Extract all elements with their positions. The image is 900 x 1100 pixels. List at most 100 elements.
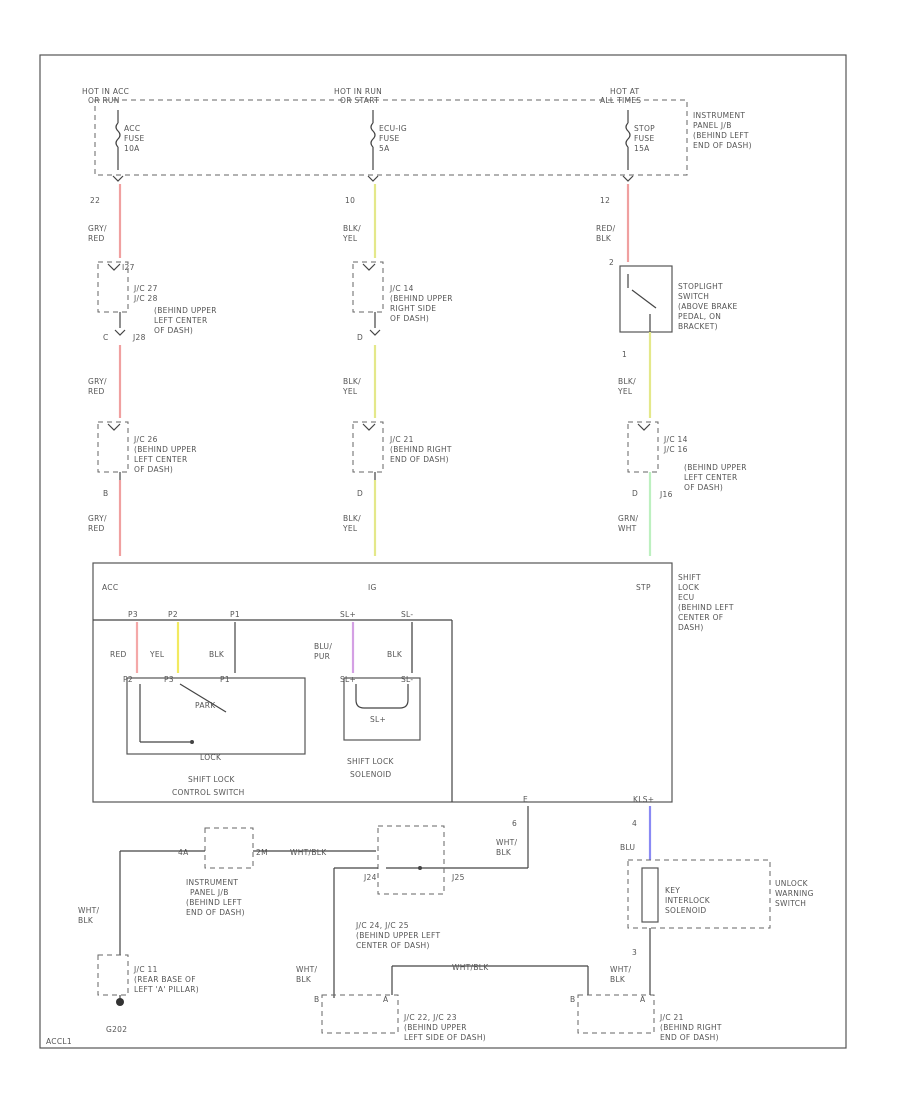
svg-text:LEFT 'A' PILLAR): LEFT 'A' PILLAR) [134, 985, 199, 994]
svg-text:SL-: SL- [401, 675, 413, 684]
svg-text:LEFT CENTER: LEFT CENTER [684, 473, 737, 482]
svg-text:BLK/: BLK/ [343, 377, 361, 386]
svg-text:GRN/: GRN/ [618, 514, 639, 523]
svg-text:(BEHIND RIGHT: (BEHIND RIGHT [390, 445, 452, 454]
svg-text:ECU: ECU [678, 593, 694, 602]
stop-fuse: STOP FUSE 15A [625, 110, 655, 170]
svg-text:C: C [103, 333, 109, 342]
svg-text:YEL: YEL [342, 234, 358, 243]
acc-fuse: ACC FUSE 10A [115, 110, 144, 170]
svg-text:BRACKET): BRACKET) [678, 322, 718, 331]
svg-text:3: 3 [632, 948, 637, 957]
svg-text:RED: RED [88, 387, 105, 396]
svg-text:BLU/: BLU/ [314, 642, 332, 651]
svg-text:BLK: BLK [387, 650, 403, 659]
svg-text:YEL: YEL [342, 524, 358, 533]
svg-text:D: D [632, 489, 638, 498]
instrument-panel-jb-ground [204, 827, 254, 869]
svg-text:WARNING: WARNING [775, 889, 814, 898]
svg-text:OF DASH): OF DASH) [390, 314, 429, 323]
stoplight-switch-contact [631, 289, 657, 309]
footer-code: ACCL1 [46, 1037, 72, 1046]
svg-text:LEFT CENTER: LEFT CENTER [134, 455, 187, 464]
svg-text:10A: 10A [124, 144, 140, 153]
svg-text:(BEHIND UPPER: (BEHIND UPPER [154, 306, 217, 315]
diagram-frame [39, 54, 847, 1049]
svg-text:FUSE: FUSE [634, 134, 655, 143]
svg-text:BLK: BLK [209, 650, 225, 659]
svg-text:CONTROL SWITCH: CONTROL SWITCH [172, 788, 245, 797]
svg-text:B: B [314, 995, 319, 1004]
svg-text:GRY/: GRY/ [88, 377, 107, 386]
svg-text:J/C 16: J/C 16 [663, 445, 688, 454]
svg-text:J/C 22, J/C 23: J/C 22, J/C 23 [403, 1013, 457, 1022]
svg-text:STOP: STOP [634, 124, 655, 133]
svg-text:PUR: PUR [314, 652, 330, 661]
svg-text:(BEHIND LEFT: (BEHIND LEFT [186, 898, 242, 907]
svg-text:2: 2 [609, 258, 614, 267]
jc14-16-box [627, 421, 659, 473]
svg-text:SHIFT: SHIFT [678, 573, 701, 582]
svg-text:(BEHIND RIGHT: (BEHIND RIGHT [660, 1023, 722, 1032]
shift-lock-control-switch [126, 677, 306, 755]
svg-text:SL+: SL+ [340, 675, 356, 684]
svg-text:YEL: YEL [617, 387, 633, 396]
svg-text:BLK/: BLK/ [343, 224, 361, 233]
svg-text:WHT/: WHT/ [496, 838, 518, 847]
svg-text:(REAR BASE OF: (REAR BASE OF [134, 975, 196, 984]
svg-text:4: 4 [632, 819, 637, 828]
jb-label-4: END OF DASH) [693, 141, 752, 150]
svg-text:SOLENOID: SOLENOID [350, 770, 391, 779]
svg-text:BLK/: BLK/ [618, 377, 636, 386]
svg-text:I27: I27 [122, 263, 135, 272]
svg-text:J/C 24, J/C 25: J/C 24, J/C 25 [355, 921, 409, 930]
svg-text:J16: J16 [659, 490, 673, 499]
svg-text:YEL: YEL [149, 650, 165, 659]
svg-text:(BEHIND UPPER: (BEHIND UPPER [404, 1023, 467, 1032]
svg-text:LOCK: LOCK [678, 583, 700, 592]
ground-symbol [116, 998, 124, 1006]
svg-text:INSTRUMENT: INSTRUMENT [186, 878, 238, 887]
ecu-ig-fuse: ECU-IG FUSE 5A [370, 110, 407, 170]
svg-text:J25: J25 [451, 873, 465, 882]
svg-text:KEY: KEY [665, 886, 680, 895]
svg-text:PANEL J/B: PANEL J/B [190, 888, 229, 897]
svg-text:SOLENOID: SOLENOID [665, 906, 706, 915]
svg-text:A: A [383, 995, 389, 1004]
svg-text:BLK: BLK [296, 975, 312, 984]
svg-text:SWITCH: SWITCH [678, 292, 709, 301]
svg-text:J/C 14: J/C 14 [389, 284, 414, 293]
jc21-box [352, 421, 384, 473]
svg-text:J24: J24 [363, 873, 377, 882]
svg-text:B: B [570, 995, 575, 1004]
svg-text:BLU: BLU [620, 843, 635, 852]
svg-text:RED: RED [110, 650, 127, 659]
svg-text:STOPLIGHT: STOPLIGHT [678, 282, 723, 291]
svg-text:LEFT SIDE OF DASH): LEFT SIDE OF DASH) [404, 1033, 486, 1042]
svg-text:P3: P3 [128, 610, 138, 619]
svg-text:GRY/: GRY/ [88, 224, 107, 233]
svg-text:4A: 4A [178, 848, 189, 857]
svg-text:FUSE: FUSE [379, 134, 400, 143]
svg-text:RED: RED [88, 234, 105, 243]
svg-text:(BEHIND UPPER: (BEHIND UPPER [134, 445, 197, 454]
svg-text:E: E [523, 795, 528, 804]
jc27-box [97, 261, 129, 313]
svg-text:2M: 2M [256, 848, 268, 857]
svg-text:B: B [103, 489, 108, 498]
pin-22: 22 [90, 196, 100, 205]
svg-text:SL-: SL- [401, 610, 413, 619]
svg-text:END OF DASH): END OF DASH) [186, 908, 245, 917]
jc26-box [97, 421, 129, 473]
svg-text:J/C 27: J/C 27 [133, 284, 158, 293]
pin-10: 10 [345, 196, 355, 205]
svg-text:J/C 21: J/C 21 [389, 435, 414, 444]
svg-text:RED/: RED/ [596, 224, 616, 233]
ecu-pin-ig: IG [368, 583, 377, 592]
shift-lock-solenoid [343, 677, 421, 741]
svg-text:G202: G202 [106, 1025, 127, 1034]
svg-text:WHT/: WHT/ [78, 906, 100, 915]
svg-text:SWITCH: SWITCH [775, 899, 806, 908]
svg-text:SHIFT LOCK: SHIFT LOCK [188, 775, 236, 784]
